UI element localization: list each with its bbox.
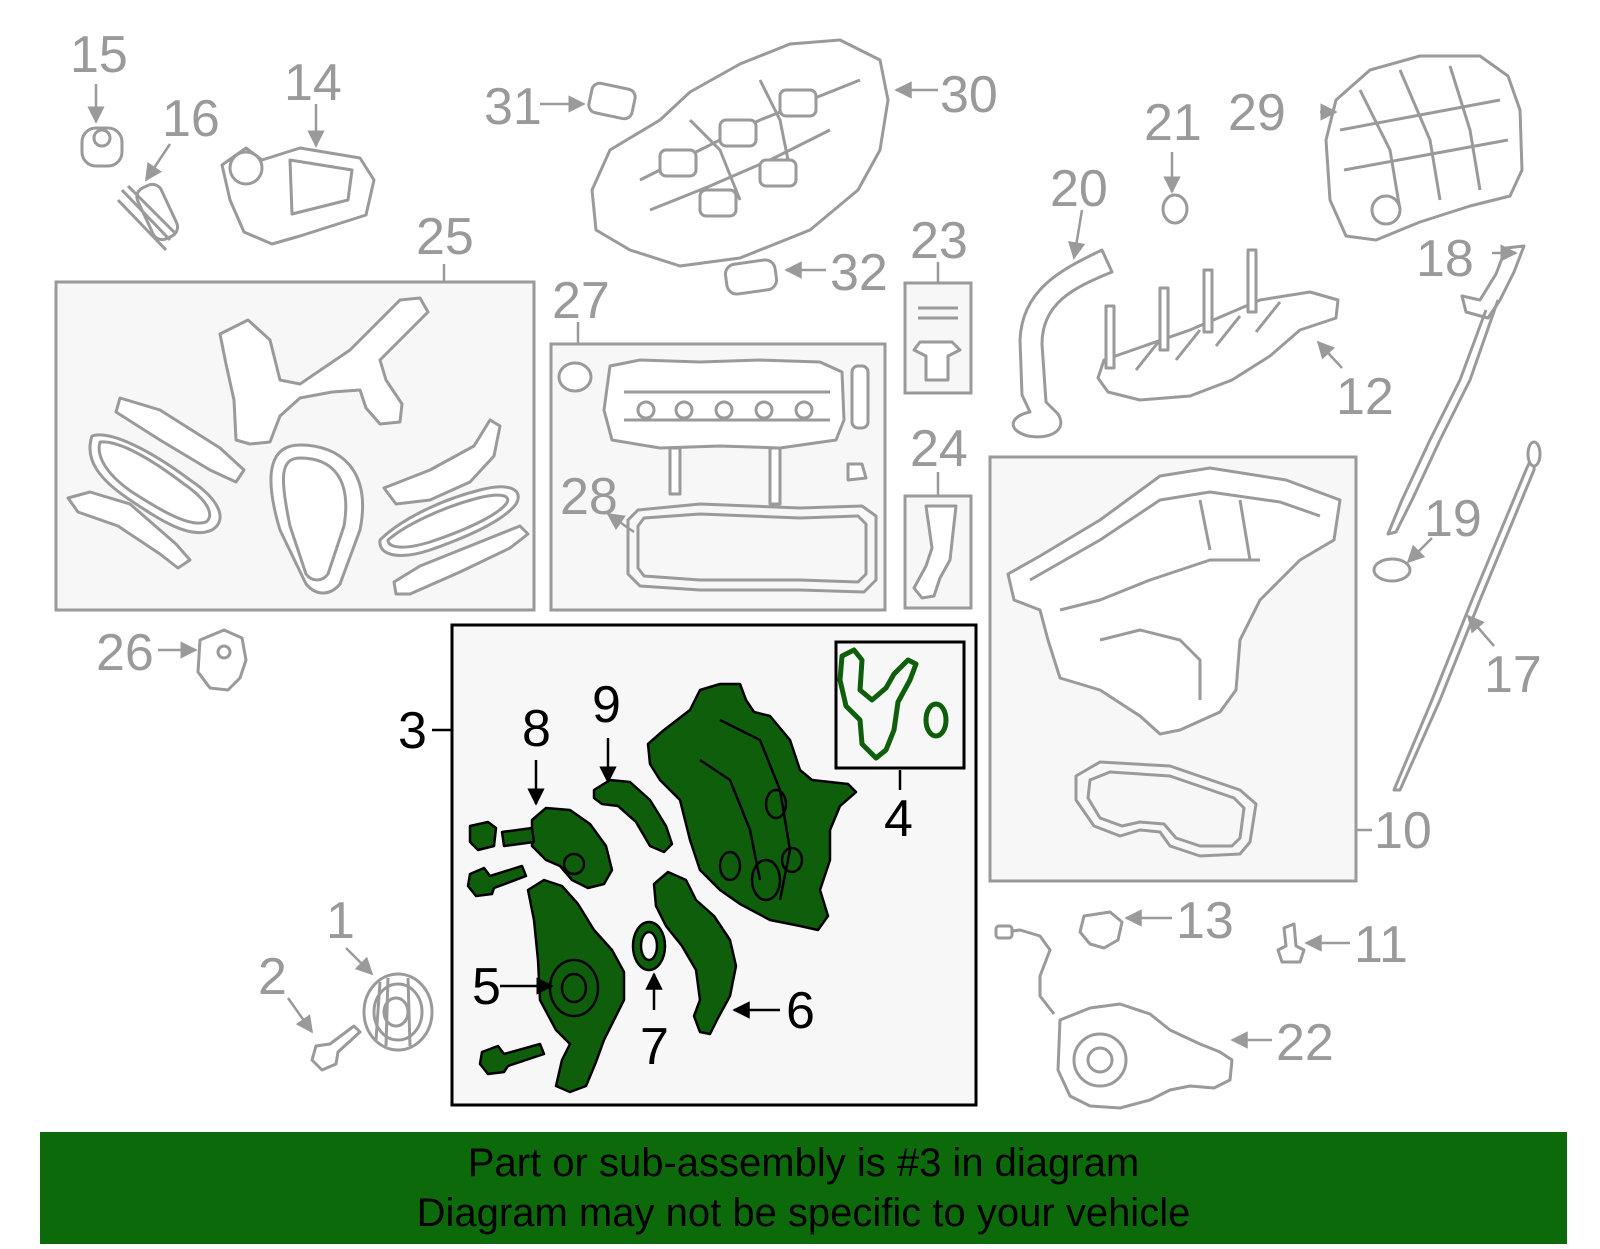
part-3-bolt-lower [478, 1042, 546, 1076]
part-32-gasket [723, 258, 779, 296]
callout-14: 14 [284, 54, 342, 112]
leader-lines-grey [87, 81, 1518, 1049]
callout-30: 30 [940, 66, 998, 124]
part-11-bolt [1276, 922, 1306, 964]
part-24-oil-fill-tube [912, 504, 958, 600]
banner-line-2: Diagram may not be specific to your vehi… [416, 1191, 1191, 1235]
part-27-seal [557, 361, 593, 393]
callout-26: 26 [96, 624, 154, 682]
callout-11: 11 [1354, 916, 1408, 974]
callout-29: 29 [1228, 84, 1286, 142]
callout-31: 31 [484, 78, 542, 136]
banner-line-1: Part or sub-assembly is #3 in diagram [467, 1141, 1140, 1185]
part-8-hose-fitting [468, 820, 498, 852]
callout-17: 17 [1484, 646, 1542, 704]
callout-7: 7 [640, 1018, 669, 1076]
callout-12: 12 [1336, 368, 1394, 426]
callout-9: 9 [592, 676, 621, 734]
leader-lines-black [432, 728, 902, 1019]
callout-6: 6 [786, 982, 815, 1040]
callout-13: 13 [1176, 892, 1234, 950]
part-25-guide-lower-left [66, 490, 192, 570]
part-25-guide-right-upper [382, 418, 502, 506]
callout-15: 15 [70, 26, 128, 84]
part-8-thermostat-housing [530, 806, 614, 890]
part-25-guide-right-lower [392, 524, 530, 596]
callout-32: 32 [830, 244, 888, 302]
part-19-o-ring [1372, 557, 1412, 583]
callout-5: 5 [472, 958, 501, 1016]
callout-27: 27 [552, 272, 610, 330]
part-3-bolt-upper [466, 864, 528, 898]
callout-numbers: 15 16 14 31 30 21 29 20 25 23 32 18 27 1… [70, 26, 1542, 1076]
callout-1: 1 [326, 892, 355, 950]
callout-24: 24 [910, 420, 968, 478]
callout-23: 23 [910, 212, 968, 270]
part-3-timing-cover [646, 682, 858, 932]
part-2-bolt [310, 1024, 362, 1072]
info-banner: Part or sub-assembly is #3 in diagram Di… [40, 1132, 1567, 1244]
part-25-guide-upper-left [114, 396, 246, 484]
part-6-gasket [652, 870, 738, 1036]
callout-18: 18 [1416, 230, 1474, 288]
part-27-tube [850, 364, 870, 430]
part-4-gasket [837, 647, 919, 761]
callout-2: 2 [258, 948, 287, 1006]
part-10-oil-pan-upper [1006, 466, 1342, 736]
part-20-oil-pickup-tube [1011, 248, 1114, 439]
callout-25: 25 [416, 208, 474, 266]
callout-16: 16 [162, 90, 220, 148]
callout-3: 3 [398, 702, 427, 760]
callout-28: 28 [560, 468, 618, 526]
part-10-oil-pan-lower [1074, 760, 1258, 858]
callout-4: 4 [884, 790, 913, 848]
part-17-dipstick [1392, 446, 1538, 792]
grey-parts [66, 38, 1542, 1110]
part-22-sensor-wire [1005, 928, 1056, 1015]
part-31-gasket [587, 81, 637, 121]
highlighted-assembly [466, 647, 949, 1094]
callout-22: 22 [1276, 1014, 1334, 1072]
callout-10: 10 [1374, 802, 1432, 860]
part-25-timing-cover-guide [218, 296, 430, 446]
callout-20: 20 [1050, 160, 1108, 218]
callout-8: 8 [522, 700, 551, 758]
part-9-gasket [592, 778, 674, 854]
part-21-o-ring [1161, 193, 1189, 225]
part-26-tensioner [196, 628, 248, 692]
part-28-valve-cover-gasket [626, 502, 878, 594]
part-12-windage-tray [1096, 290, 1340, 402]
part-23-oil-fill-cap [912, 340, 962, 382]
callout-21: 21 [1144, 94, 1202, 152]
part-13-drain-plug [1078, 910, 1124, 950]
callout-19: 19 [1424, 490, 1482, 548]
part-30-intake-manifold-lower [590, 38, 890, 268]
part-4-o-ring [923, 701, 949, 739]
